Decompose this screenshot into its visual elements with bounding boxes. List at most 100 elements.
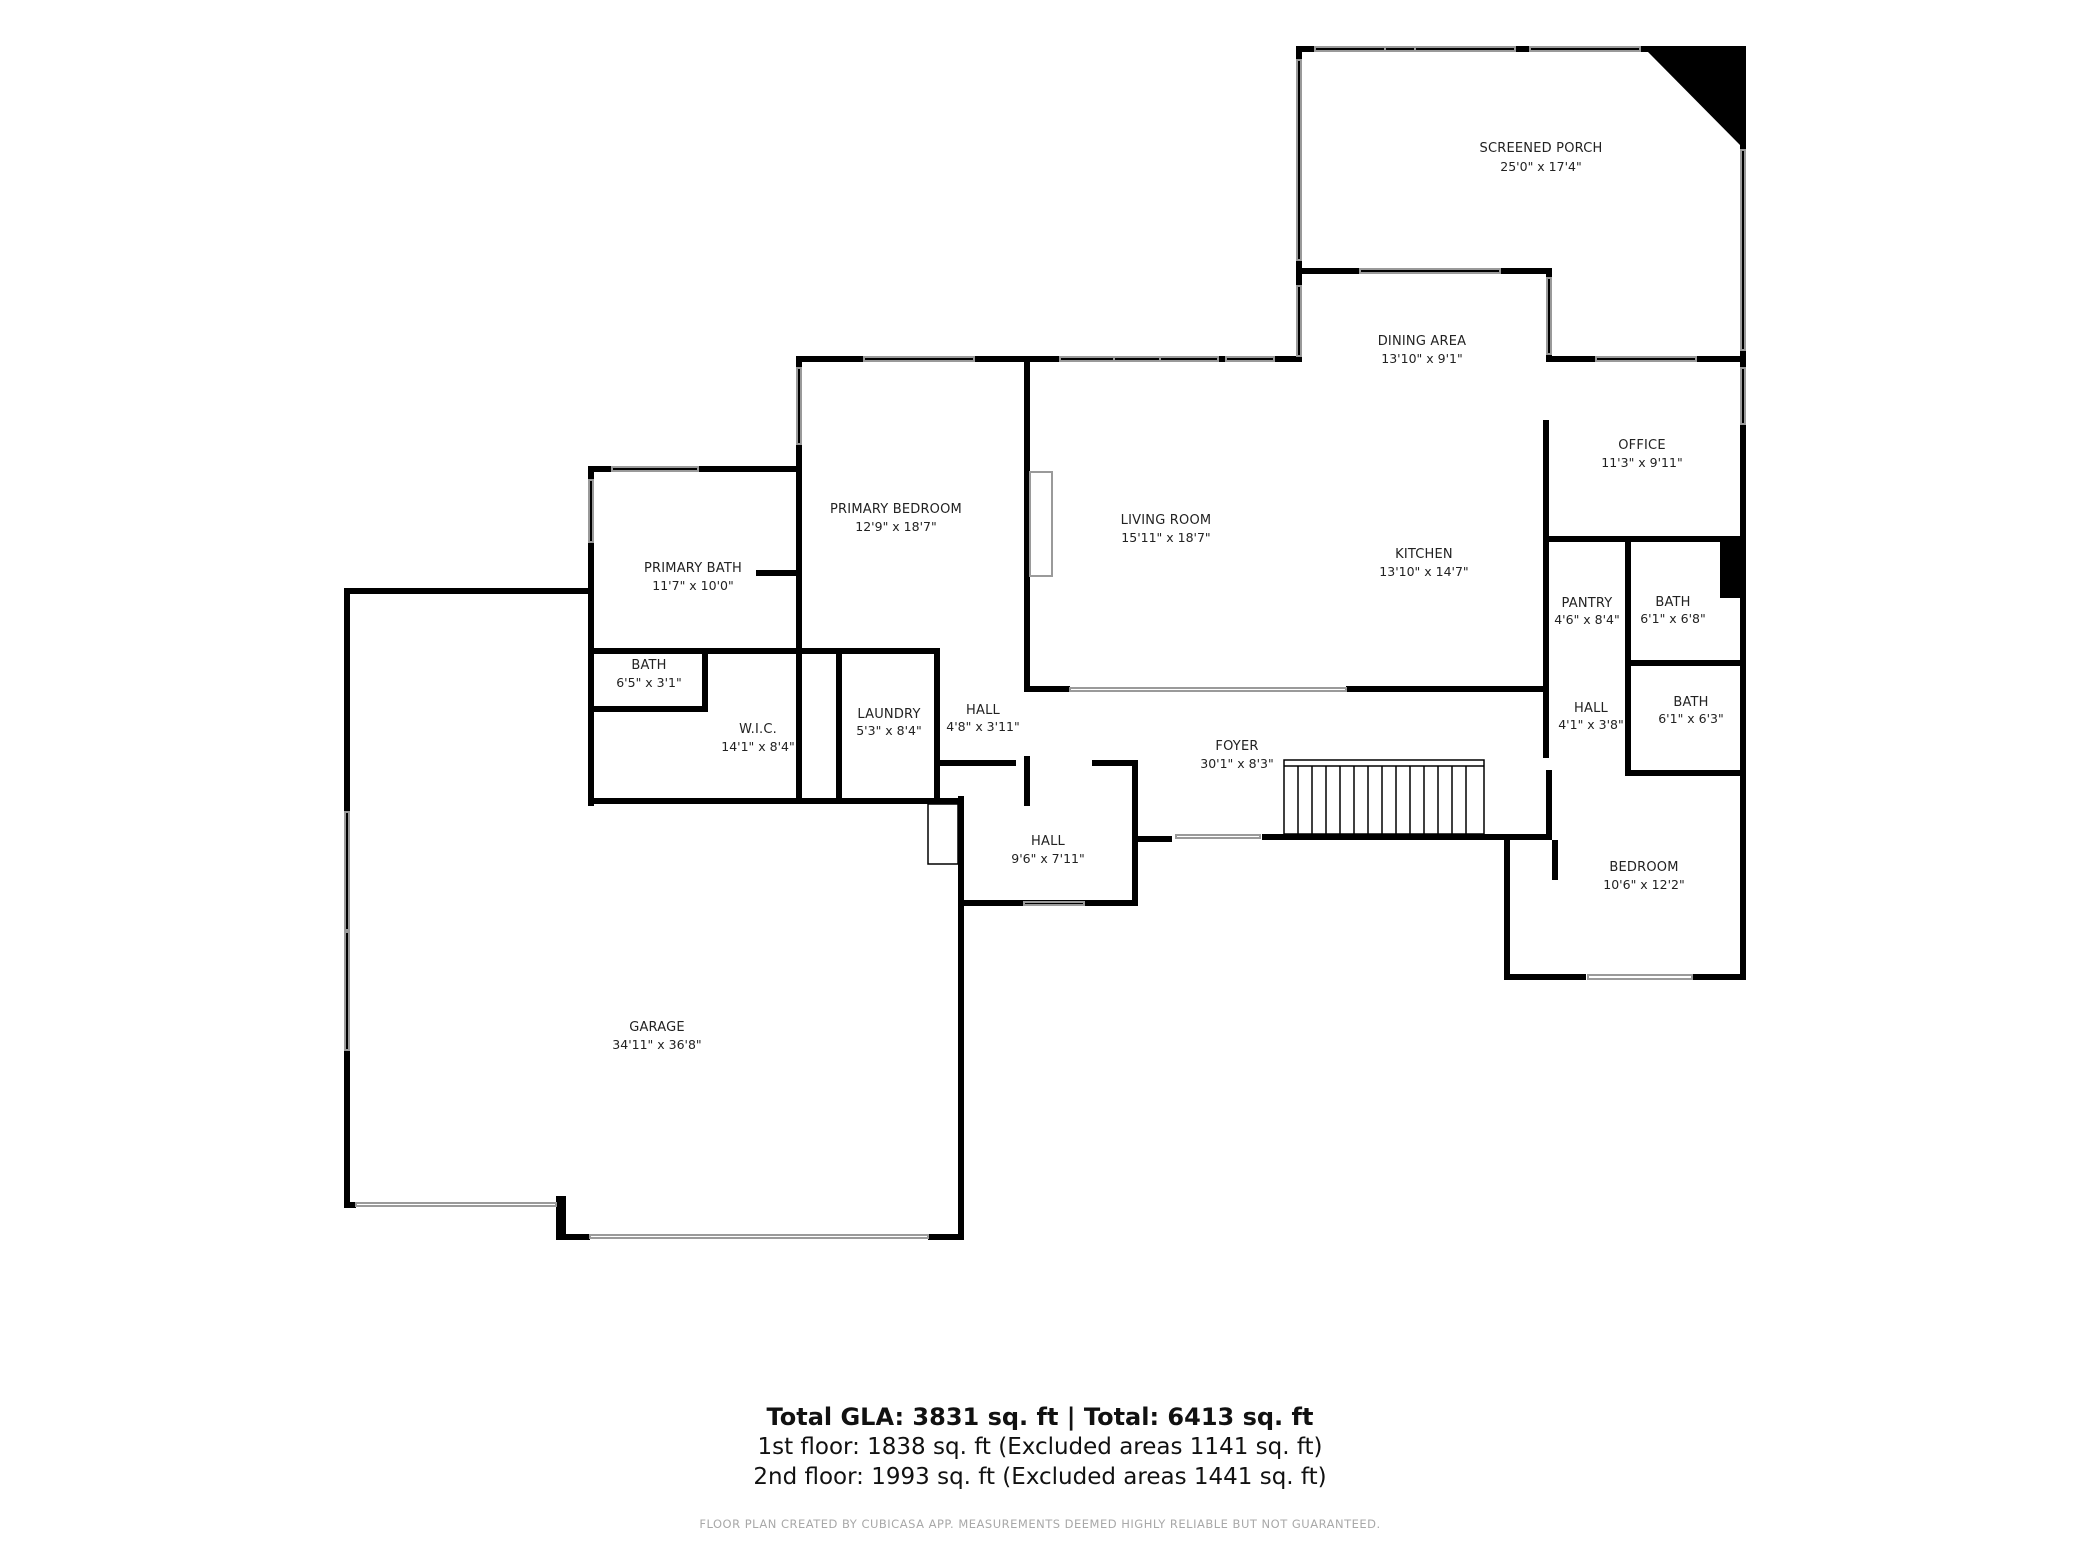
wall: [556, 1196, 566, 1240]
staircase: [1283, 759, 1485, 835]
wall: [836, 648, 940, 654]
walls: [344, 46, 1746, 1240]
window: [1113, 356, 1219, 362]
room-name: FOYER: [1215, 739, 1258, 754]
wall: [1740, 46, 1746, 362]
room-labels: SCREENED PORCH 25'0" x 17'4" DINING AREA…: [612, 141, 1723, 1052]
wall: [1543, 420, 1549, 692]
wall: [1024, 686, 1070, 692]
wall: [836, 648, 842, 804]
window: [611, 466, 699, 472]
room-name: W.I.C.: [739, 722, 777, 737]
wall: [1625, 542, 1631, 772]
wall: [796, 356, 1302, 362]
wall: [1552, 840, 1558, 880]
window: [589, 1234, 929, 1239]
room-dims: 34'11" x 36'8": [612, 1037, 701, 1052]
wall: [1740, 362, 1746, 978]
wall: [1132, 760, 1138, 906]
room-dims: 9'6" x 7'11": [1011, 851, 1084, 866]
wall: [1546, 356, 1746, 362]
room-dims: 12'9" x 18'7": [855, 519, 936, 534]
wall: [1296, 46, 1745, 52]
wall: [588, 466, 800, 472]
room-dims: 14'1" x 8'4": [721, 739, 794, 754]
window: [588, 479, 594, 543]
room-dims: 4'1" x 3'8": [1558, 717, 1624, 732]
wall: [1346, 686, 1546, 692]
wall: [1132, 836, 1172, 842]
room-name: LAUNDRY: [857, 707, 920, 722]
wall: [1625, 770, 1743, 776]
window: [1023, 901, 1085, 906]
windows: [344, 46, 1746, 1239]
wall: [588, 648, 940, 654]
room-dims: 13'10" x 14'7": [1379, 564, 1468, 579]
wall: [1296, 46, 1302, 362]
room-name: BATH: [1673, 695, 1708, 710]
window: [1225, 356, 1275, 362]
room-name: HALL: [966, 703, 1001, 718]
wall: [1692, 974, 1746, 980]
room-name: BATH: [1655, 595, 1690, 610]
room-name: SCREENED PORCH: [1480, 141, 1603, 156]
wall: [588, 798, 960, 804]
window: [1587, 974, 1693, 980]
wall: [344, 588, 594, 594]
fireplace: [1029, 471, 1053, 577]
window: [344, 811, 350, 933]
room-dims: 6'5" x 3'1": [616, 675, 682, 690]
room-name: BEDROOM: [1609, 860, 1678, 875]
first-floor-area: 1st floor: 1838 sq. ft (Excluded areas 1…: [757, 1434, 1323, 1460]
wall: [756, 570, 800, 576]
wall: [702, 648, 708, 712]
room-name: PRIMARY BATH: [644, 561, 742, 576]
room-name: DINING AREA: [1378, 334, 1467, 349]
window: [796, 367, 802, 445]
room-name: HALL: [1031, 834, 1066, 849]
room-dims: 30'1" x 8'3": [1200, 756, 1273, 771]
wall: [344, 588, 350, 1208]
window: [1595, 356, 1697, 362]
stair-treads: [1284, 765, 1484, 834]
window: [1296, 285, 1302, 357]
entry-step: [927, 803, 959, 865]
second-floor-area: 2nd floor: 1993 sq. ft (Excluded areas 1…: [753, 1464, 1327, 1490]
wall: [1504, 834, 1510, 980]
wall: [1024, 756, 1030, 806]
room-name: HALL: [1574, 701, 1609, 716]
room-dims: 10'6" x 12'2": [1603, 877, 1684, 892]
room-dims: 13'10" x 9'1": [1381, 351, 1462, 366]
room-name: LIVING ROOM: [1121, 513, 1212, 528]
room-name: PANTRY: [1562, 596, 1613, 611]
room-name: GARAGE: [629, 1020, 685, 1035]
window: [355, 1202, 557, 1207]
window: [1069, 687, 1347, 692]
stairs: [927, 759, 1485, 865]
room-name: OFFICE: [1618, 438, 1666, 453]
room-dims: 11'3" x 9'11": [1601, 455, 1682, 470]
room-name: BATH: [631, 658, 666, 673]
wall: [588, 706, 708, 712]
room-dims: 6'1" x 6'3": [1658, 711, 1724, 726]
wall: [588, 466, 594, 806]
window: [1059, 356, 1161, 362]
window: [863, 356, 975, 362]
room-dims: 15'11" x 18'7": [1121, 530, 1210, 545]
room-dims: 4'8" x 3'11": [946, 719, 1019, 734]
wall: [1543, 688, 1549, 758]
window: [1175, 834, 1261, 839]
wall: [928, 1234, 964, 1240]
window: [1740, 367, 1746, 425]
wall: [556, 1234, 590, 1240]
wall: [934, 648, 940, 804]
wall: [344, 1202, 356, 1208]
room-dims: 25'0" x 17'4": [1500, 159, 1581, 174]
wall: [1546, 770, 1552, 840]
wall: [1262, 834, 1552, 840]
window: [1740, 149, 1746, 351]
total-area-summary: Total GLA: 3831 sq. ft | Total: 6413 sq.…: [766, 1403, 1314, 1431]
room-dims: 5'3" x 8'4": [856, 723, 922, 738]
wall: [1625, 660, 1743, 666]
